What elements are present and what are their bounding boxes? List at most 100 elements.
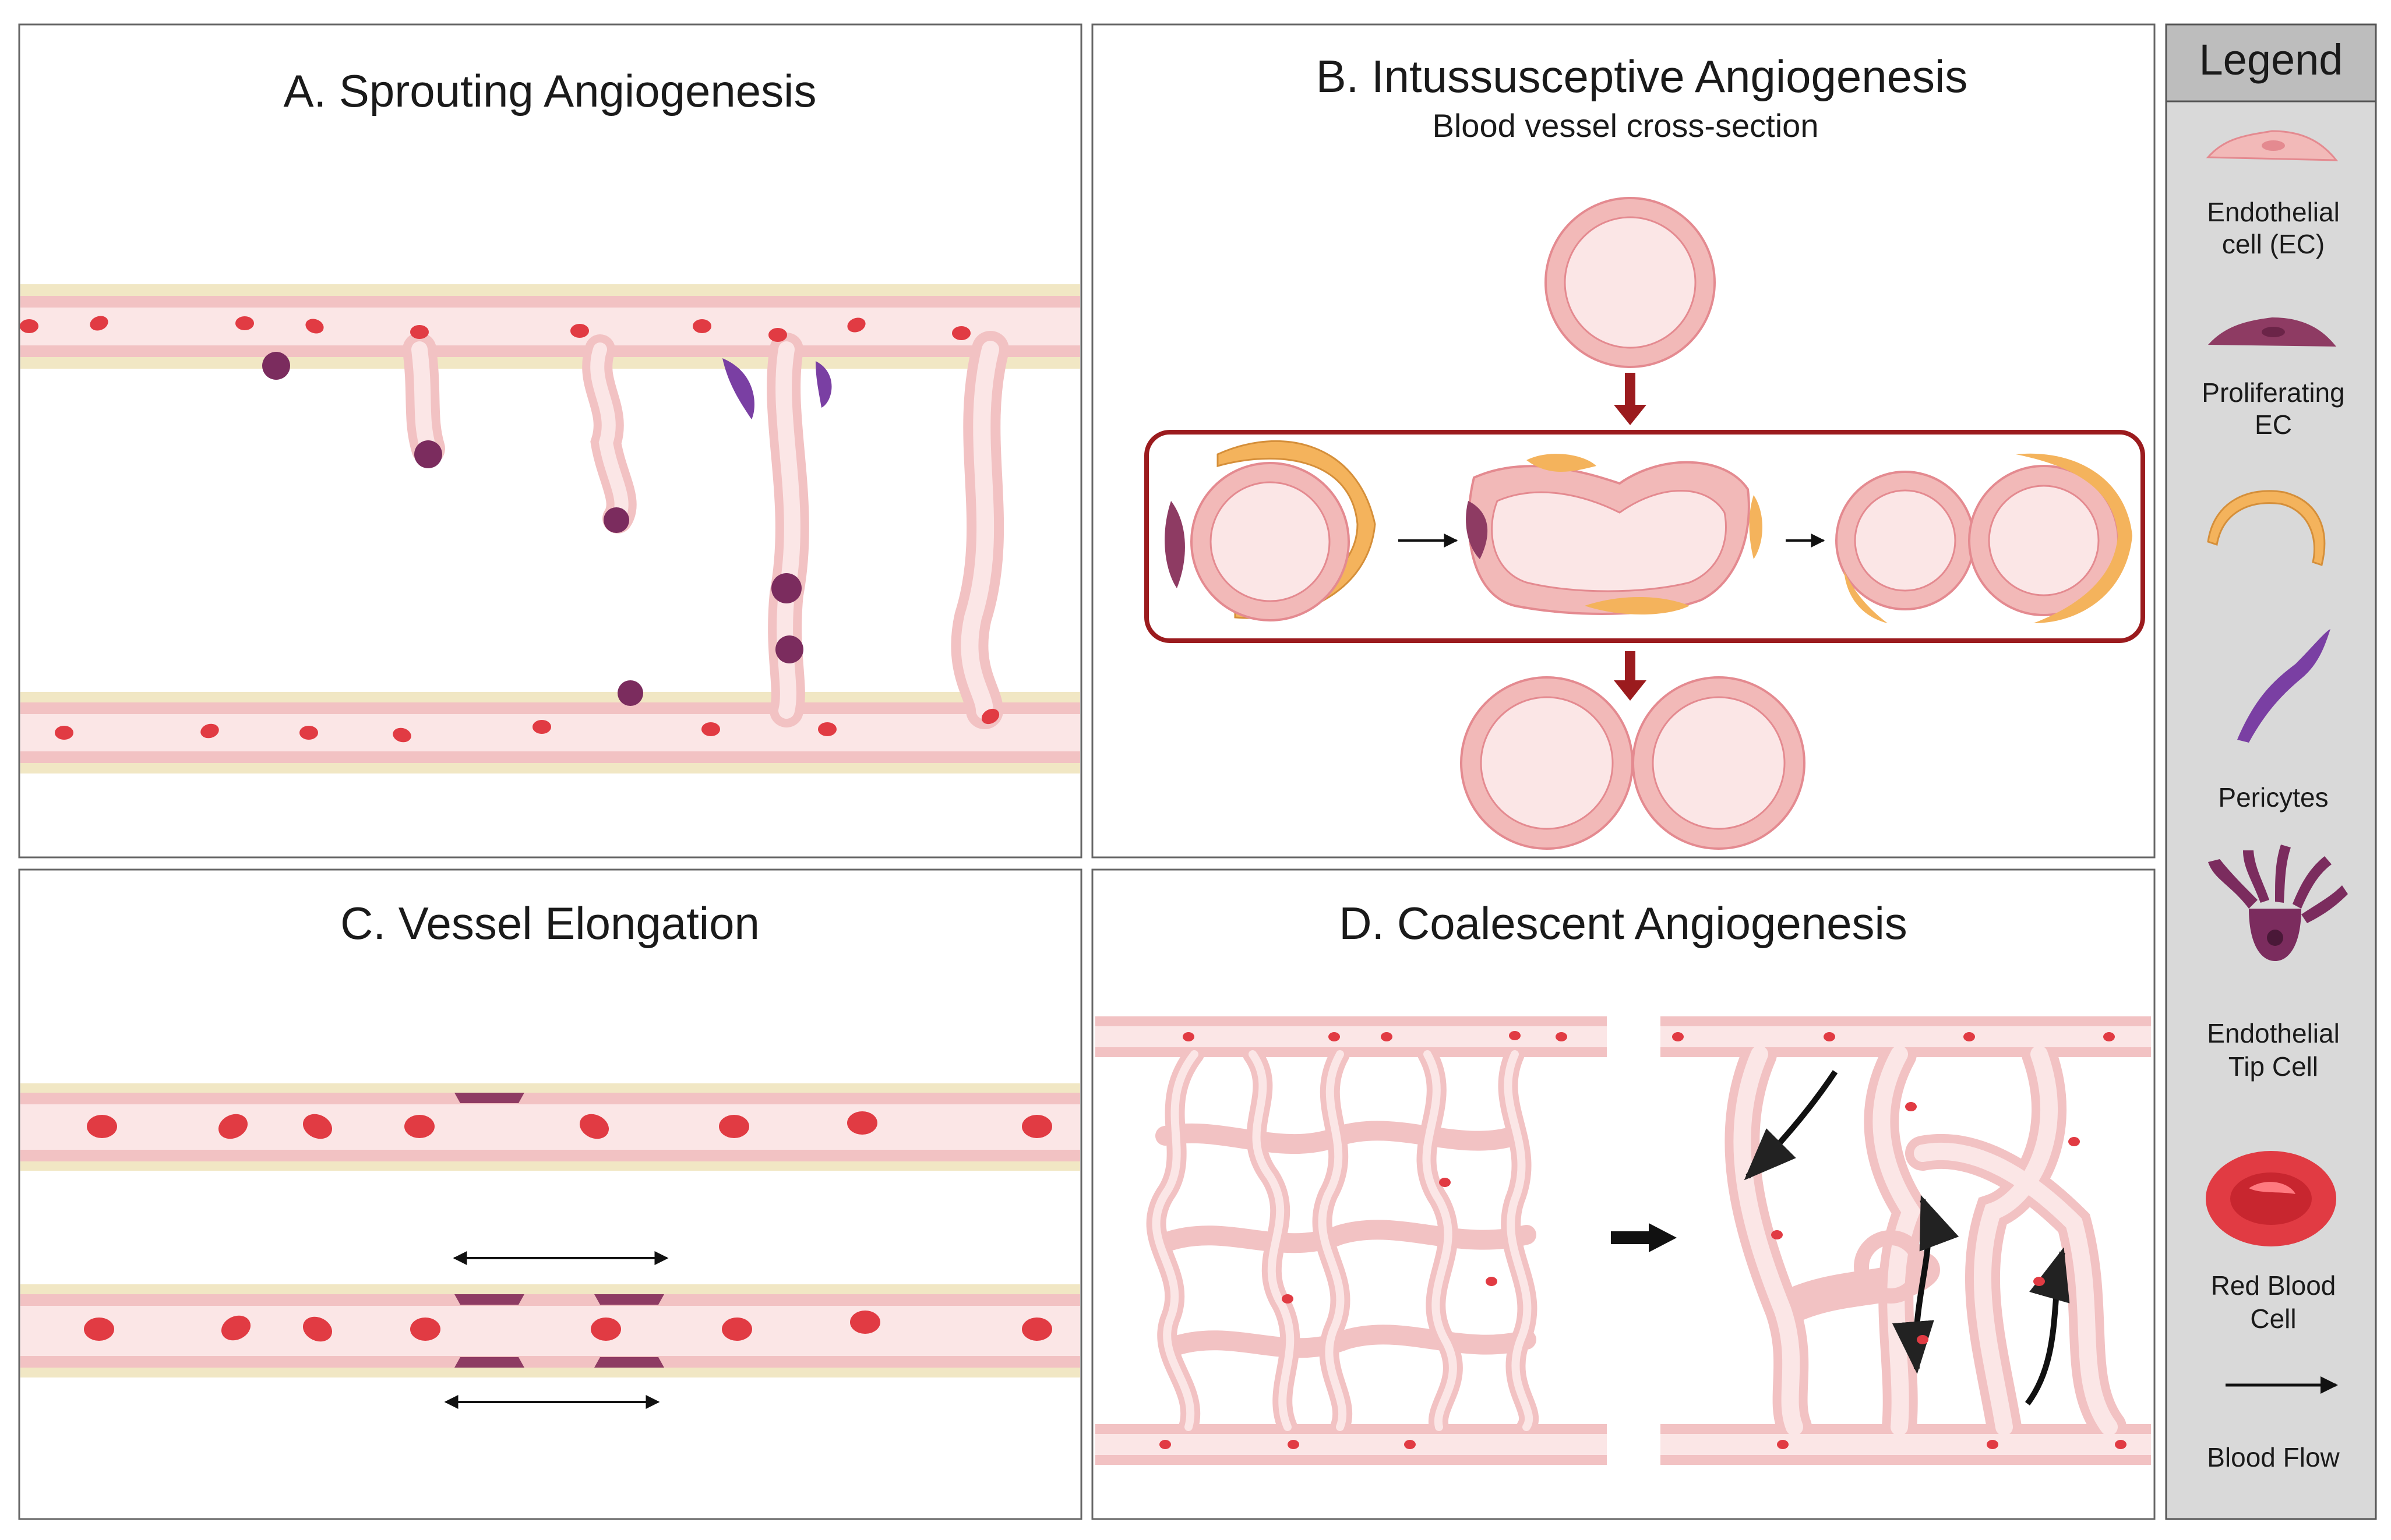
red-blood-cell (981, 708, 1000, 725)
red-blood-cell (2115, 1440, 2126, 1449)
legend-title: Legend (2199, 36, 2343, 84)
legend-label-rbc-1: Red Blood (2211, 1270, 2336, 1301)
red-blood-cell (1917, 1335, 1928, 1344)
down-arrow-bottom-head (1614, 680, 1646, 701)
sprouts (403, 331, 1009, 729)
red-blood-cell (1022, 1115, 1052, 1138)
red-blood-cell (2103, 1032, 2115, 1041)
pericytes-a (722, 358, 832, 419)
red-blood-cells-a (20, 316, 1000, 743)
red-blood-cells-c (84, 1111, 1052, 1342)
stage-3 (1835, 453, 2132, 623)
legend-label-rbc-2: Cell (2250, 1304, 2296, 1334)
red-blood-cell (2033, 1277, 2045, 1286)
red-blood-cell (570, 324, 589, 338)
tip-cell-icon (2208, 845, 2348, 961)
red-blood-cell (404, 1115, 435, 1138)
red-blood-cell (1771, 1230, 1783, 1239)
red-blood-cell (1486, 1277, 1497, 1286)
legend-panel: Legend Endothelial cell (EC) Proliferati… (2165, 23, 2377, 1520)
dense-capillary-plexus (1095, 1016, 1607, 1465)
red-blood-cell (84, 1318, 114, 1341)
red-blood-cell (200, 723, 219, 739)
red-blood-cell (579, 1114, 609, 1139)
red-blood-cell (410, 325, 429, 339)
down-arrow-top-head (1614, 405, 1646, 425)
red-blood-cell (847, 317, 866, 333)
legend-label-tip-cell-2: Tip Cell (2228, 1051, 2318, 1082)
red-blood-cell (1672, 1032, 1684, 1041)
elongation-vessel-top (20, 1083, 1080, 1171)
vessel-cross-section-pair (1460, 676, 1805, 850)
red-blood-cell (305, 319, 324, 334)
panel-c-title: C. Vessel Elongation (340, 898, 760, 949)
sprouting-top-vessel (20, 284, 1080, 369)
legend-header (2165, 23, 2377, 103)
red-blood-cell (410, 1318, 440, 1341)
red-blood-cell (55, 726, 73, 740)
red-blood-cell (768, 328, 787, 342)
red-blood-cell (952, 326, 971, 340)
stage-2 (1466, 454, 1762, 615)
red-blood-cell (818, 722, 837, 736)
red-blood-cell (2068, 1137, 2080, 1146)
legend-label-endothelial-1: Endothelial (2207, 197, 2340, 227)
stage-1 (1165, 440, 1376, 621)
red-blood-cell (393, 727, 411, 743)
red-blood-cells-d (1159, 1031, 2126, 1449)
red-blood-cell (1022, 1318, 1052, 1341)
legend-label-proliferating-1: Proliferating (2202, 377, 2344, 408)
red-blood-cell (1282, 1294, 1293, 1304)
vessel-cross-section-top (1544, 197, 1716, 368)
panel-d-title: D. Coalescent Angiogenesis (1339, 898, 1907, 949)
coalescence-arrow-head (1649, 1223, 1677, 1252)
elongation-vessel-bottom (20, 1284, 1080, 1377)
red-blood-cell (693, 319, 711, 333)
red-blood-cell (20, 319, 38, 333)
mural-cell-icon (2207, 490, 2326, 566)
red-blood-cell (87, 1115, 117, 1138)
red-blood-cell (1987, 1440, 1998, 1449)
panel-c-frame (18, 868, 1082, 1520)
sprouting-bottom-vessel (20, 692, 1080, 773)
tip-cells-a (262, 352, 803, 706)
panel-a: A. Sprouting Angiogenesis (18, 23, 1082, 859)
panel-d: D. Coalescent Angiogenesis (1091, 868, 2156, 1520)
red-blood-cell (90, 316, 108, 331)
red-blood-cell (532, 720, 551, 734)
legend-label-pericytes: Pericytes (2218, 782, 2328, 813)
red-blood-cell (1439, 1178, 1451, 1187)
red-blood-cell (701, 722, 720, 736)
red-blood-cell (302, 1316, 333, 1342)
red-blood-cell (302, 1114, 333, 1139)
red-blood-cell (1509, 1031, 1521, 1040)
red-blood-cell (218, 1114, 248, 1139)
legend-label-endothelial-2: cell (EC) (2222, 229, 2325, 259)
red-blood-cell (591, 1318, 621, 1341)
red-blood-cell (1556, 1032, 1567, 1041)
red-blood-cell (299, 726, 318, 740)
panel-b-title: B. Intussusceptive Angiogenesis (1316, 51, 1968, 102)
remodeled-network (1660, 1016, 2151, 1465)
legend-background (2165, 23, 2377, 1520)
red-blood-cell (235, 316, 254, 330)
red-blood-cell (847, 1111, 877, 1135)
legend-label-blood-flow: Blood Flow (2207, 1442, 2340, 1472)
red-blood-cell (1963, 1032, 1975, 1041)
legend-label-tip-cell-1: Endothelial (2207, 1018, 2340, 1048)
red-blood-cell (1328, 1032, 1340, 1041)
red-blood-cell (221, 1315, 251, 1341)
endothelial-cell-nucleus (2262, 140, 2285, 151)
red-blood-cell (1288, 1440, 1299, 1449)
pericyte-icon (2237, 629, 2330, 743)
red-blood-cell (1183, 1032, 1194, 1041)
red-blood-cell (1777, 1440, 1789, 1449)
red-blood-cell (1404, 1440, 1416, 1449)
panel-b: B. Intussusceptive Angiogenesis Blood ve… (1091, 23, 2156, 859)
red-blood-cell (1905, 1102, 1917, 1111)
red-blood-cell (850, 1311, 880, 1334)
panel-b-subtitle: Blood vessel cross-section (1433, 107, 1819, 144)
legend-label-proliferating-2: EC (2255, 409, 2292, 440)
red-blood-cell (719, 1115, 749, 1138)
red-blood-cell (1824, 1032, 1835, 1041)
